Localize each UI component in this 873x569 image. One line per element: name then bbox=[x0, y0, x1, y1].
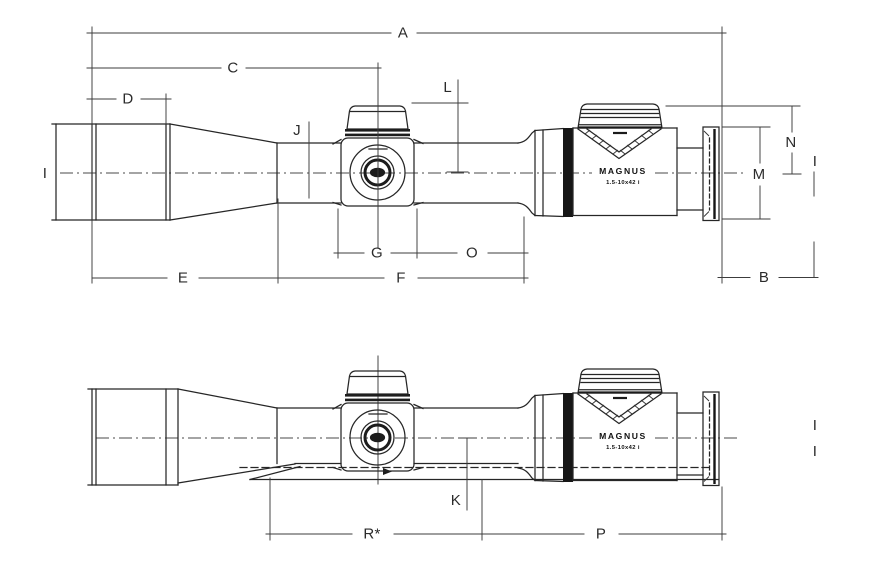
dimensions-top: A C D I J L E F G O bbox=[43, 25, 819, 287]
dim-label-o: O bbox=[466, 245, 478, 262]
dim-label-i-eye-bottom-2: I bbox=[813, 443, 817, 460]
dim-label-c: C bbox=[227, 60, 238, 77]
dim-label-i-objective: I bbox=[43, 165, 47, 182]
dim-label-n: N bbox=[785, 134, 796, 151]
dim-label-i-eye-bottom-1: I bbox=[813, 417, 817, 434]
dim-label-l: L bbox=[443, 79, 452, 96]
dim-label-g: G bbox=[371, 245, 383, 262]
dim-label-p: P bbox=[596, 526, 606, 543]
main-tube-top bbox=[276, 142, 519, 204]
dim-label-m: M bbox=[753, 166, 766, 183]
dim-label-b: B bbox=[759, 269, 769, 286]
scope-bottom-view bbox=[87, 355, 740, 487]
dim-label-i-eye: I bbox=[813, 153, 817, 170]
objective-bell-bottom bbox=[87, 388, 296, 486]
main-tube-bottom bbox=[276, 407, 519, 465]
dim-label-a: A bbox=[398, 25, 408, 42]
dim-label-f: F bbox=[396, 270, 405, 287]
objective-bell-top bbox=[51, 123, 278, 221]
dim-label-r: R* bbox=[363, 526, 380, 543]
dim-label-k: K bbox=[451, 492, 461, 509]
dim-label-j: J bbox=[293, 122, 301, 139]
scope-top-view bbox=[51, 102, 746, 222]
mid-section-top bbox=[331, 102, 721, 222]
dim-label-e: E bbox=[178, 270, 188, 287]
dim-label-d: D bbox=[122, 91, 133, 108]
dimensions-bottom: K R* P I I bbox=[265, 417, 817, 543]
mounting-rail bbox=[239, 465, 719, 481]
